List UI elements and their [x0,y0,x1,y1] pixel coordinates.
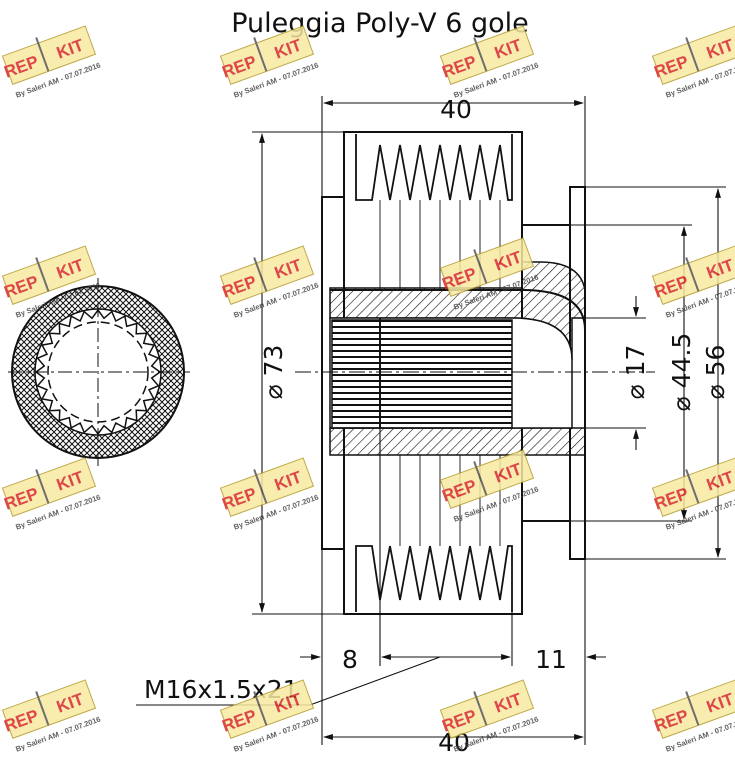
dim-left-offset: 8 [342,645,358,674]
dim-bore-diameter: ⌀ 17 [621,345,650,400]
dim-pulley-diameter: ⌀ 73 [259,345,288,400]
dim-right-offset: 11 [535,645,567,674]
section-view [295,131,655,615]
dim-overall-width-top: 40 [440,95,472,124]
dim-flange-diameter: ⌀ 56 [701,345,730,400]
drawing-title: Puleggia Poly-V 6 gole [231,8,529,39]
end-view [8,278,190,466]
dim-hub-diameter: ⌀ 44.5 [667,333,696,412]
